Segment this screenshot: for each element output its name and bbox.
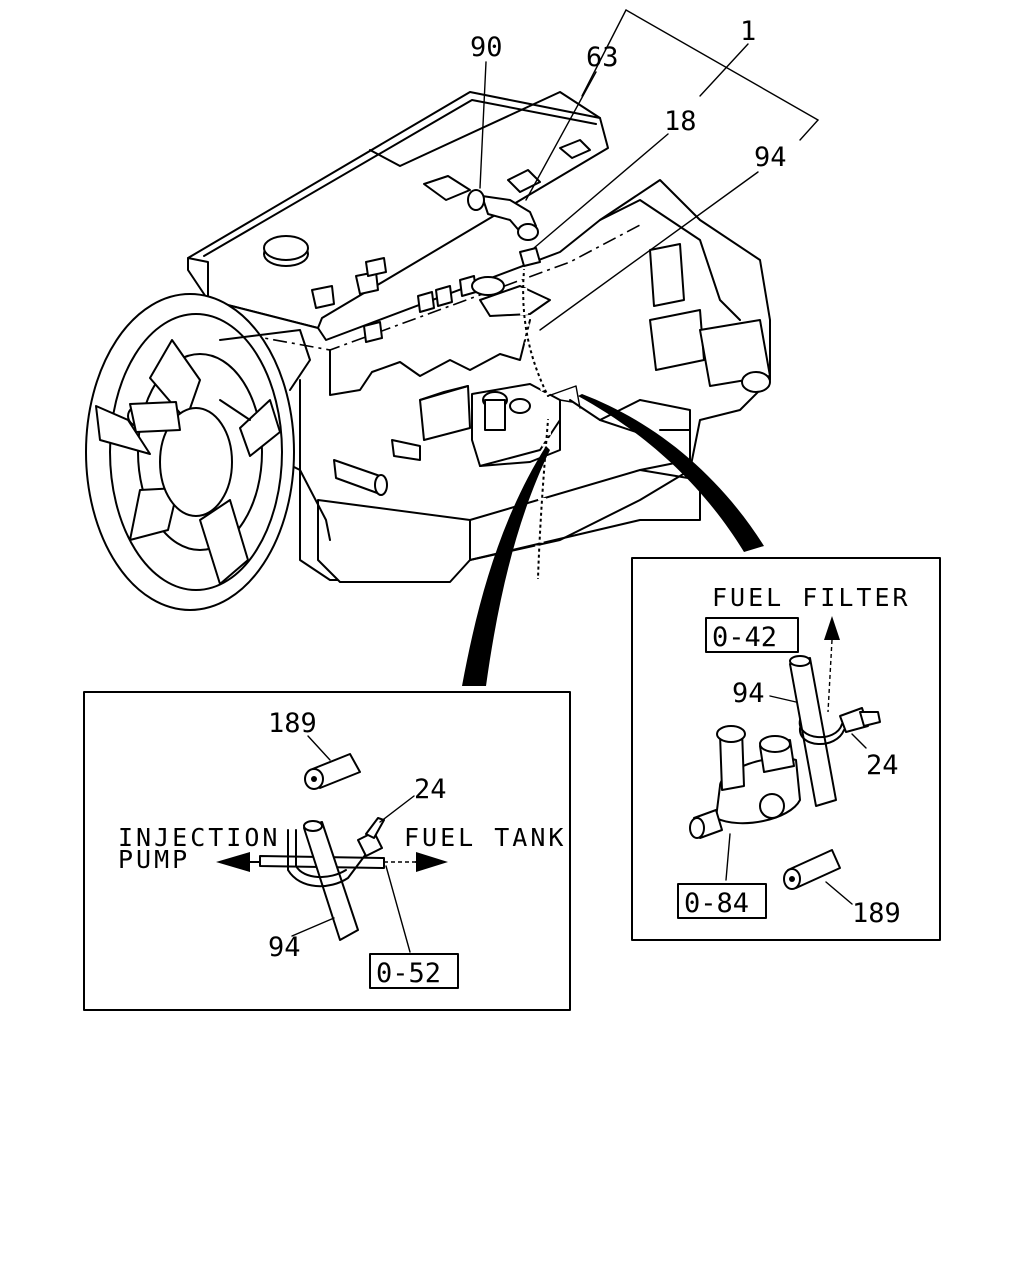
engine-illustration [85,91,771,611]
inset-right-callout-189: 189 [852,898,901,929]
inset-right-callout-24: 24 [866,750,899,781]
inset-left-callout-189: 189 [268,708,317,739]
ref-box-0-84: 0-84 [684,888,749,919]
inset-left-callout-24: 24 [414,774,447,805]
leader-lines [479,9,819,331]
callout-63: 63 [586,42,619,73]
callout-18: 18 [664,106,697,137]
pointer-wedge-right [578,394,764,552]
callout-94: 94 [754,142,787,173]
callout-90: 90 [470,32,503,63]
ref-box-0-52: 0-52 [376,958,441,989]
callout-1: 1 [740,16,756,47]
inset-right [631,557,941,941]
injection-pump-label-1: INJECTION [118,823,280,852]
fuel-tank-label: FUEL TANK [404,823,566,852]
inset-left [83,691,571,1011]
fuel-filter-label: FUEL FILTER [712,583,911,612]
ref-box-0-42: 0-42 [712,622,777,653]
pointer-wedge-left [462,446,550,686]
inset-left-callout-94: 94 [268,932,301,963]
injection-pump-label-2: PUMP [118,845,190,874]
inset-right-callout-94: 94 [732,678,765,709]
